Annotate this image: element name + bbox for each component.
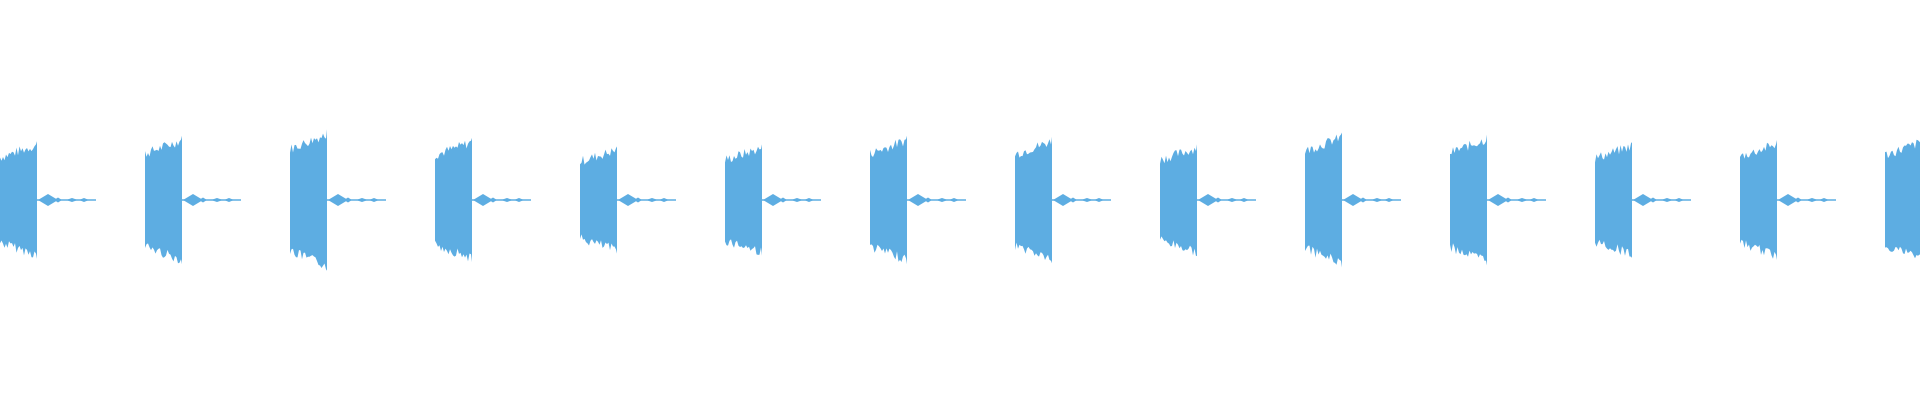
- waveform-tail-blip: [1819, 198, 1829, 202]
- waveform-tail-blip: [1674, 198, 1684, 202]
- waveform-tail-blip: [1214, 197, 1222, 203]
- waveform-tail-blip: [211, 198, 223, 202]
- waveform-burst: [1595, 142, 1691, 258]
- waveform-tail-blip: [1081, 198, 1093, 202]
- waveform-tail-blip: [473, 194, 493, 206]
- waveform-block: [1160, 144, 1197, 257]
- waveform-burst: [580, 146, 676, 254]
- waveform-tail-blip: [489, 197, 497, 203]
- waveform-tail-blip: [54, 197, 62, 203]
- waveform-block: [1450, 134, 1487, 266]
- waveform-tail-blip: [356, 198, 368, 202]
- waveform-block: [1595, 142, 1632, 258]
- waveform-tail-blip: [1794, 197, 1802, 203]
- waveform-tail-blip: [1239, 198, 1249, 202]
- waveform-tail-blip: [949, 198, 959, 202]
- waveform-burst: [290, 129, 386, 271]
- waveform-tail-blip: [1649, 197, 1657, 203]
- waveform-tail-blip: [908, 194, 928, 206]
- waveform-block: [0, 141, 37, 259]
- waveform-tail-blip: [779, 197, 787, 203]
- waveform-tail-blip: [1094, 198, 1104, 202]
- waveform-tail-blip: [763, 194, 783, 206]
- waveform-block: [1740, 140, 1777, 260]
- waveform-burst: [1450, 134, 1546, 266]
- waveform-tail-blip: [618, 194, 638, 206]
- waveform-tail-blip: [1198, 194, 1218, 206]
- waveform-tail-blip: [1053, 194, 1073, 206]
- waveform-burst: [435, 137, 531, 263]
- waveform-tail-blip: [183, 194, 203, 206]
- waveform-tail-blip: [646, 198, 658, 202]
- waveform-tail-blip: [66, 198, 78, 202]
- waveform-tail-blip: [369, 198, 379, 202]
- waveform-tail-blip: [1226, 198, 1238, 202]
- waveform-burst: [1740, 140, 1836, 260]
- waveform-block: [1015, 136, 1052, 264]
- waveform-tail-blip: [936, 198, 948, 202]
- waveform-tail-blip: [1069, 197, 1077, 203]
- waveform-block: [580, 146, 617, 254]
- waveform-tail-blip: [924, 197, 932, 203]
- waveform-tail-blip: [344, 197, 352, 203]
- waveform-tail-blip: [1778, 194, 1798, 206]
- waveform-tail-blip: [634, 197, 642, 203]
- waveform-tail-blip: [1661, 198, 1673, 202]
- waveform-tail-blip: [38, 194, 58, 206]
- waveform-tail-blip: [1384, 198, 1394, 202]
- waveform-block: [1305, 132, 1342, 268]
- waveform-tail-blip: [659, 198, 669, 202]
- waveform-tail-blip: [1359, 197, 1367, 203]
- waveform-burst: [1305, 132, 1401, 268]
- waveform-burst: [725, 144, 821, 256]
- waveform-block: [870, 135, 907, 265]
- waveform-block: [435, 137, 472, 263]
- waveform-tail-blip: [791, 198, 803, 202]
- waveform-tail-blip: [1343, 194, 1363, 206]
- waveform-tail-blip: [224, 198, 234, 202]
- waveform-tail-blip: [1529, 198, 1539, 202]
- waveform-tail-blip: [1633, 194, 1653, 206]
- waveform-block: [1885, 139, 1920, 259]
- waveform-tail-blip: [199, 197, 207, 203]
- waveform-tail-blip: [1488, 194, 1508, 206]
- waveform-tail-blip: [514, 198, 524, 202]
- waveform-block: [290, 129, 327, 271]
- waveform-tail-blip: [804, 198, 814, 202]
- waveform-burst: [1885, 139, 1920, 259]
- waveform-burst: [870, 135, 966, 265]
- waveform-tail-blip: [1371, 198, 1383, 202]
- waveform-tail-blip: [1806, 198, 1818, 202]
- waveform-tail-blip: [501, 198, 513, 202]
- waveform-tail-blip: [328, 194, 348, 206]
- waveform-tail-blip: [79, 198, 89, 202]
- waveform-block: [725, 144, 762, 256]
- waveform-burst: [1015, 136, 1111, 264]
- waveform-block: [145, 135, 182, 265]
- waveform-tail-blip: [1516, 198, 1528, 202]
- waveform-burst: [0, 141, 96, 259]
- waveform-tail-blip: [1504, 197, 1512, 203]
- waveform-burst: [145, 135, 241, 265]
- waveform-burst: [1160, 144, 1256, 257]
